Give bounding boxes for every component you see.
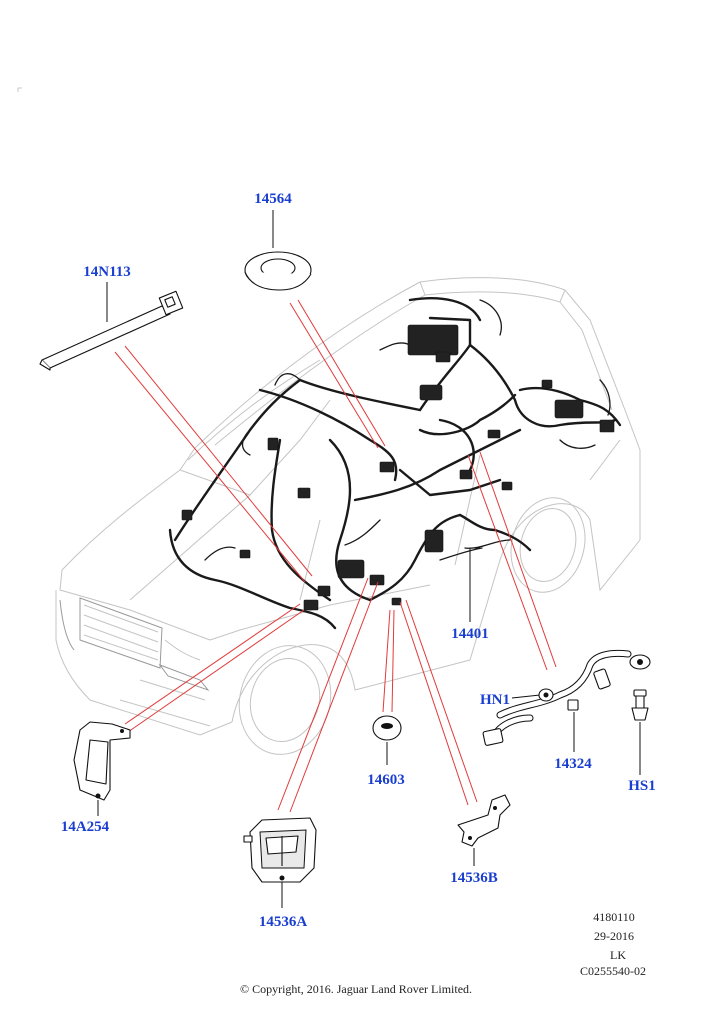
part-14603-grommet[interactable] <box>372 715 402 741</box>
label-14603[interactable]: 14603 <box>367 772 405 788</box>
label-14324[interactable]: 14324 <box>554 756 592 772</box>
part-14N113-cable-tie[interactable] <box>39 290 184 371</box>
leader-14536B-b <box>405 599 478 803</box>
reference-block: 4180110 29-2016 LK C0255540-02 <box>580 910 646 978</box>
part-14324-battery-cable[interactable] <box>482 649 651 746</box>
leader-14564-b <box>297 299 386 447</box>
leader-14N113-b <box>124 345 313 577</box>
part-14536A-cover[interactable] <box>243 817 317 883</box>
leader-14324-a <box>467 454 548 671</box>
leader-14536A-a <box>277 577 369 811</box>
leader-14603-a <box>382 609 391 713</box>
leader-lines <box>97 210 641 908</box>
part-HN1-nut[interactable] <box>538 688 554 702</box>
label-14536B[interactable]: 14536B <box>450 870 498 886</box>
leader-14N113-a <box>114 351 306 583</box>
leader-14324-b <box>479 451 557 668</box>
corner-mark <box>17 87 22 92</box>
leader-14536A-b <box>289 581 379 813</box>
label-HN1[interactable]: HN1 <box>480 692 510 708</box>
part-14564-grommet[interactable] <box>244 251 312 291</box>
leader-14A254-a <box>124 603 301 725</box>
leader-14564-a <box>289 302 379 449</box>
illustration-number: 4180110 <box>593 910 635 924</box>
drawing-code: C0255540-02 <box>580 964 646 978</box>
part-14536B-bracket[interactable] <box>457 794 511 847</box>
leader-14A254-b <box>127 609 305 733</box>
copyright-notice: © Copyright, 2016. Jaguar Land Rover Lim… <box>240 982 472 996</box>
label-HS1[interactable]: HS1 <box>628 778 656 794</box>
label-14536A[interactable]: 14536A <box>259 914 308 930</box>
label-14N113[interactable]: 14N113 <box>83 264 131 280</box>
wiring-harness <box>168 297 622 630</box>
leader-HN1 <box>511 694 541 699</box>
author-code: LK <box>610 948 626 962</box>
leader-14603-b <box>391 609 395 713</box>
label-14401[interactable]: 14401 <box>451 626 489 642</box>
part-HS1-stud[interactable] <box>631 689 649 721</box>
leader-14401 <box>469 547 480 622</box>
leader-14536B-a <box>399 601 469 806</box>
label-14564[interactable]: 14564 <box>254 191 292 207</box>
label-14A254[interactable]: 14A254 <box>61 819 110 835</box>
date-code: 29-2016 <box>594 929 634 943</box>
part-labels: 14564 14N113 14401 HN1 14324 HS1 14603 1… <box>61 191 656 930</box>
part-14A254-bracket[interactable] <box>73 721 131 801</box>
